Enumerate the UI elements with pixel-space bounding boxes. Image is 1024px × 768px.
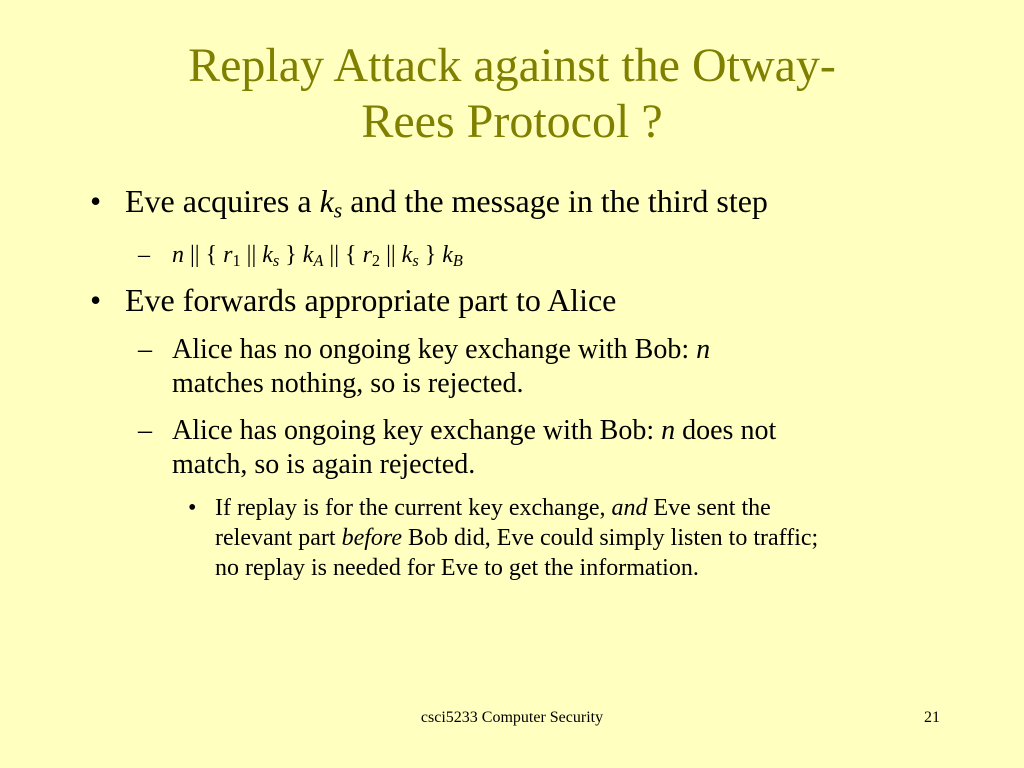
formula-text: n || { r1 || ks } kA || { r2 || ks } kB bbox=[172, 242, 463, 271]
sub-bullet-2-marker: – bbox=[138, 415, 152, 446]
ks-symbol: ks bbox=[319, 183, 343, 223]
sub-bullet-1-marker: – bbox=[138, 334, 152, 365]
sub-bullet-2-text: Alice has ongoing key exchange with Bob:… bbox=[172, 415, 777, 480]
title-line-1: Replay Attack against the Otway- bbox=[188, 39, 836, 92]
bullet-1-text-post: and the message in the third step bbox=[342, 183, 768, 219]
sub-sub-bullet-marker: • bbox=[188, 495, 197, 521]
formula-marker: – bbox=[138, 242, 150, 268]
bullet-2-marker: • bbox=[90, 282, 102, 318]
sub-sub-bullet-text: If replay is for the current key exchang… bbox=[215, 495, 819, 581]
footer-page-number: 21 bbox=[924, 709, 940, 726]
bullet-1-marker: • bbox=[90, 183, 102, 219]
sub-bullet-1-text: Alice has no ongoing key exchange with B… bbox=[172, 334, 711, 399]
bullet-2-text: Eve forwards appropriate part to Alice bbox=[125, 282, 617, 318]
title-line-2: Rees Protocol ? bbox=[361, 95, 663, 148]
bullet-1-text-pre: Eve acquires a bbox=[125, 183, 320, 219]
slide-title: Replay Attack against the Otway- Rees Pr… bbox=[100, 38, 924, 150]
footer-course: csci5233 Computer Security bbox=[420, 709, 604, 726]
bullet-1-text: Eve acquires a ks and the message in the… bbox=[125, 183, 965, 223]
